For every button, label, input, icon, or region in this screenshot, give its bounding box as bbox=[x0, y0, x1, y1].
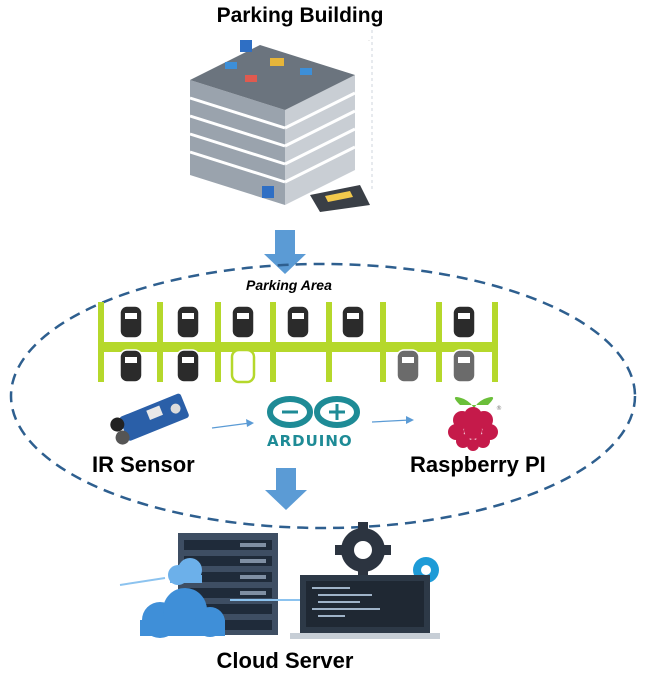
svg-text:®: ® bbox=[496, 405, 502, 412]
ir-sensor-icon bbox=[110, 393, 189, 445]
building-title: Parking Building bbox=[216, 4, 384, 27]
arduino-icon bbox=[267, 396, 360, 428]
ir-sensor-label: IR Sensor bbox=[92, 452, 195, 477]
gear-icon bbox=[335, 522, 439, 583]
parking-area-title: Parking Area bbox=[246, 277, 332, 293]
flow-arrows bbox=[211, 416, 414, 429]
parked-cars bbox=[119, 305, 476, 384]
parking-lot bbox=[98, 302, 498, 382]
monitor-icon bbox=[290, 575, 440, 639]
arrow-down-1 bbox=[264, 230, 306, 274]
cloud-icon bbox=[140, 558, 225, 638]
arrow-down-2 bbox=[265, 468, 307, 510]
raspberry-pi-label: Raspberry PI bbox=[410, 452, 546, 477]
svg-text:·: · bbox=[368, 38, 370, 44]
cloud-server-label: Cloud Server bbox=[216, 648, 354, 673]
arduino-label: ARDUINO bbox=[267, 432, 353, 450]
raspberry-pi-icon: ® bbox=[448, 397, 502, 451]
parking-area-boundary bbox=[9, 262, 637, 530]
building-icon bbox=[189, 40, 370, 212]
